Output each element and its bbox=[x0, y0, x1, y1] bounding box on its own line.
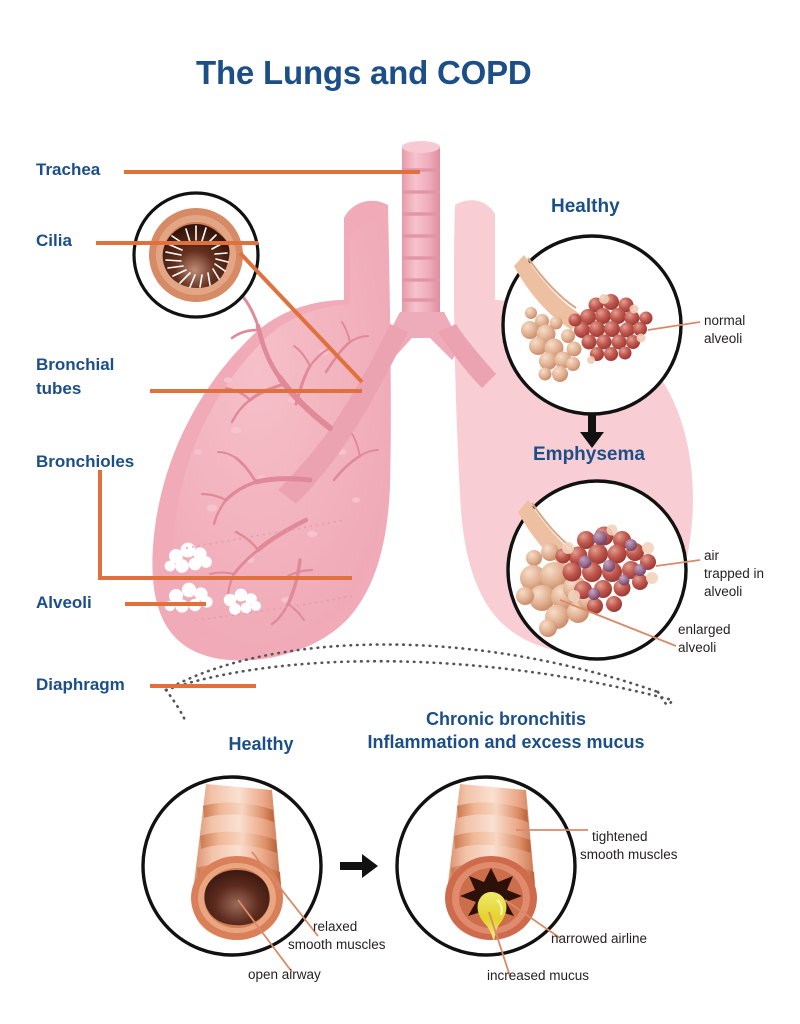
healthy-airway-inset bbox=[141, 775, 323, 973]
callout-air-trapped-line3: alveoli bbox=[704, 584, 743, 599]
label-trachea: Trachea bbox=[36, 160, 101, 179]
bronchitis-airway-inset bbox=[395, 775, 588, 977]
trachea-cartilage-rings bbox=[402, 168, 440, 302]
bronchitis-ring-2 bbox=[454, 831, 531, 853]
leader-bronchial-tubes-diagonal bbox=[238, 251, 364, 384]
healthy-ring-1 bbox=[203, 802, 274, 822]
callout-enlarged-alveoli-line2: alveoli bbox=[678, 640, 717, 655]
trachea-top-opening bbox=[402, 141, 440, 153]
healthy-bronchiole-stalk bbox=[514, 255, 580, 330]
right-arrow-icon bbox=[340, 854, 378, 878]
cilia-hairs bbox=[165, 225, 229, 288]
heading-chronic-bronchitis-line2: Inflammation and excess mucus bbox=[367, 732, 645, 752]
leader-air-trapped bbox=[655, 559, 701, 567]
leader-enlarged-alveoli bbox=[559, 599, 677, 647]
cilia-inset-circle bbox=[132, 191, 260, 319]
down-arrow-icon bbox=[580, 414, 604, 448]
callout-normal-alveoli-line2: alveoli bbox=[704, 331, 743, 346]
trachea-shape bbox=[402, 146, 440, 318]
label-bronchioles: Bronchioles bbox=[36, 452, 135, 471]
label-bronchial-tubes-line2: tubes bbox=[36, 379, 82, 398]
callout-air-trapped-line2: trapped in bbox=[704, 566, 765, 581]
callout-enlarged-alveoli-line1: enlarged bbox=[678, 622, 731, 637]
left-lung-inner-lobe bbox=[172, 221, 386, 645]
emphysema-alveoli-inset bbox=[506, 479, 701, 661]
callout-narrowed-airline: narrowed airline bbox=[551, 931, 648, 946]
label-cilia: Cilia bbox=[36, 231, 72, 250]
heading-emphysema: Emphysema bbox=[533, 444, 645, 465]
leader-bronchioles bbox=[98, 470, 352, 580]
callout-tightened-smooth-muscles-line2: smooth muscles bbox=[580, 847, 678, 862]
label-diaphragm: Diaphragm bbox=[36, 675, 125, 694]
diaphragm-dotted-arcs bbox=[164, 643, 674, 724]
leader-lines-left bbox=[96, 170, 420, 688]
leader-relaxed-smooth-muscles bbox=[251, 851, 319, 937]
callout-air-trapped-line1: air bbox=[704, 548, 720, 563]
leader-increased-mucus bbox=[488, 911, 511, 977]
callout-tightened-smooth-muscles-line1: tightened bbox=[592, 829, 648, 844]
alveoli-cluster-1 bbox=[164, 542, 212, 573]
leader-narrowed-airline bbox=[504, 899, 561, 939]
label-bronchial-tubes-line1: Bronchial bbox=[36, 355, 115, 374]
lung-fissure-dotted bbox=[185, 519, 353, 621]
callout-open-airway: open airway bbox=[248, 967, 321, 982]
healthy-alveoli-inset bbox=[501, 234, 701, 416]
callout-relaxed-smooth-muscles-line2: smooth muscles bbox=[288, 937, 386, 952]
heading-healthy-alveoli: Healthy bbox=[551, 196, 620, 217]
bronchitis-ring-1 bbox=[457, 802, 528, 822]
healthy-bronchiole-shading bbox=[527, 257, 577, 309]
bronchitis-mucus-highlight bbox=[496, 899, 503, 916]
left-main-bronchus bbox=[278, 324, 408, 504]
alveoli-cluster-3 bbox=[223, 588, 261, 615]
right-main-bronchus bbox=[438, 324, 496, 388]
page-title: The Lungs and COPD bbox=[196, 54, 532, 91]
healthy-ring-2 bbox=[200, 831, 277, 853]
emphysema-red-cluster bbox=[555, 524, 658, 614]
leader-normal-alveoli bbox=[647, 321, 701, 331]
healthy-red-cluster-highlights bbox=[587, 294, 646, 364]
healthy-airway-lumen bbox=[204, 870, 270, 926]
callout-normal-alveoli-line1: normal bbox=[704, 313, 746, 328]
label-alveoli: Alveoli bbox=[36, 593, 92, 612]
carina-shape bbox=[382, 312, 462, 360]
callout-relaxed-smooth-muscles-line1: relaxed bbox=[313, 919, 358, 934]
leader-open-airway bbox=[237, 899, 293, 973]
heading-healthy-airway: Healthy bbox=[228, 734, 294, 754]
heading-chronic-bronchitis-line1: Chronic bronchitis bbox=[425, 709, 586, 729]
bronchial-tree bbox=[200, 296, 379, 626]
lung-tissue-speckles bbox=[194, 348, 360, 603]
callout-increased-mucus: increased mucus bbox=[487, 968, 590, 983]
healthy-tan-cluster bbox=[521, 307, 582, 382]
